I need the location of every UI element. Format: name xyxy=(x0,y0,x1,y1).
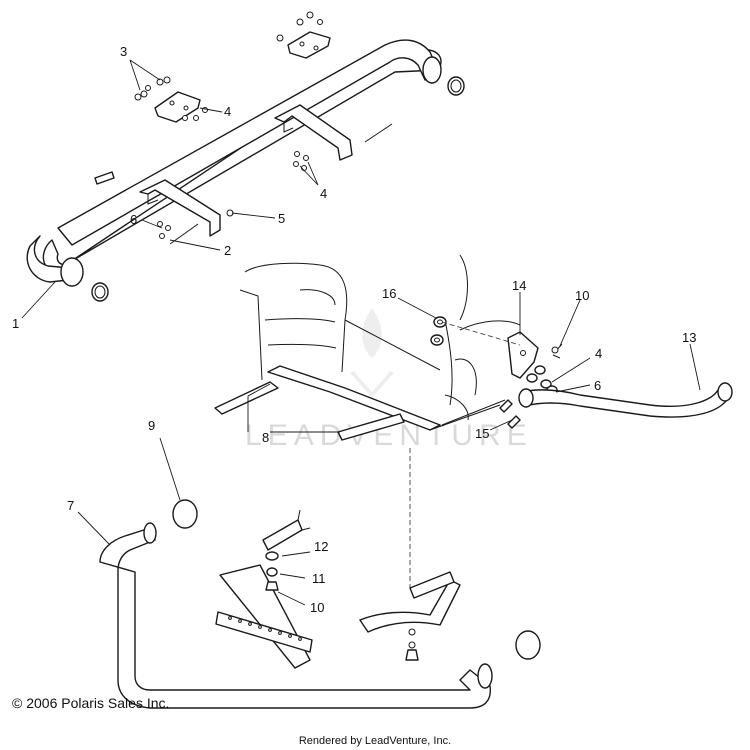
rendered-by-credit: Rendered by LeadVenture, Inc. xyxy=(298,735,452,747)
side-bar-tube xyxy=(518,382,733,418)
callout-6-right: 6 xyxy=(594,378,601,393)
callout-3: 3 xyxy=(120,44,127,59)
callout-16: 16 xyxy=(382,286,396,301)
callout-8: 8 xyxy=(262,430,269,445)
callout-1: 1 xyxy=(12,316,19,331)
floor-strip-lower xyxy=(337,413,405,441)
callout-2: 2 xyxy=(224,243,231,258)
hardware-lower xyxy=(265,551,419,661)
lower-bracket-right xyxy=(409,571,455,599)
side-bracket xyxy=(507,331,539,379)
hardware-top xyxy=(134,11,323,239)
mount-plate-right xyxy=(287,31,331,59)
copyright-notice: © 2006 Polaris Sales Inc. xyxy=(12,695,170,711)
callout-10-lower: 10 xyxy=(310,600,324,615)
callout-leaders xyxy=(21,59,701,606)
step-plate-holes xyxy=(228,616,302,641)
front-bumper-tube xyxy=(26,39,442,287)
end-cap-upper-left xyxy=(91,282,109,302)
frame-rail xyxy=(267,319,506,431)
tube-decal xyxy=(94,171,115,185)
end-cap-upper-right xyxy=(447,76,465,96)
callout-4-middle: 4 xyxy=(320,186,327,201)
callout-6-left: 6 xyxy=(130,212,137,227)
end-cap-lower-left xyxy=(172,499,198,529)
callout-11: 11 xyxy=(312,571,326,586)
callout-9: 9 xyxy=(148,418,155,433)
callout-13: 13 xyxy=(682,330,696,345)
bumper-bracket-left xyxy=(139,179,221,237)
lower-bracket-left xyxy=(262,509,311,551)
end-cap-lower-right xyxy=(515,630,541,660)
nut-16 xyxy=(430,316,447,346)
callout-4-right: 4 xyxy=(595,346,602,361)
floor-strip-upper xyxy=(214,381,279,415)
seat-body-outline xyxy=(239,254,521,421)
callout-7: 7 xyxy=(67,498,74,513)
callout-15: 15 xyxy=(475,426,489,441)
watermark-logo xyxy=(350,308,394,399)
dashed-guide-bracket xyxy=(441,321,521,346)
callout-4-top: 4 xyxy=(224,104,231,119)
bumper-bracket-right xyxy=(274,104,353,161)
callout-5: 5 xyxy=(278,211,285,226)
callout-10-right: 10 xyxy=(575,288,589,303)
callout-14: 14 xyxy=(512,278,526,293)
callout-12: 12 xyxy=(314,539,328,554)
lower-bumper-tube xyxy=(99,522,493,709)
mount-plate-left xyxy=(154,91,201,123)
